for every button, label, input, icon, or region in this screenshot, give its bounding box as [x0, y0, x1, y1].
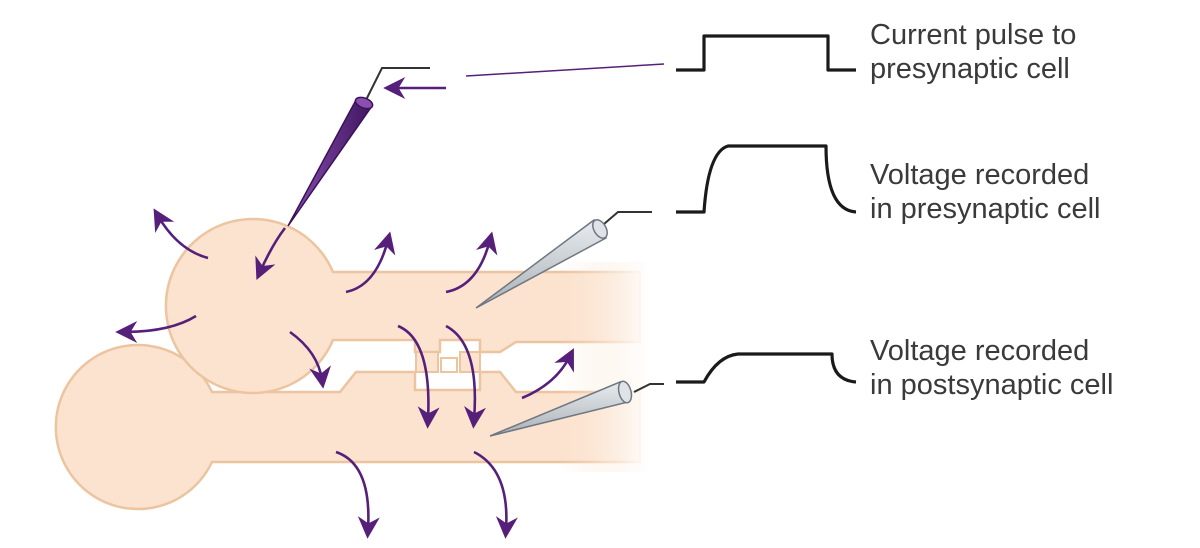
postsynaptic-voltage-trace — [676, 352, 857, 384]
current-pulse-trace — [676, 34, 856, 72]
connector-line — [465, 63, 665, 77]
gap-junction — [415, 351, 481, 373]
current-arrow — [521, 348, 574, 400]
gray-electrode-icon — [475, 211, 652, 309]
presynaptic-cell — [164, 217, 642, 395]
current-arrow — [445, 324, 487, 429]
current-arrow — [397, 324, 440, 429]
current-arrow — [115, 314, 197, 343]
pre-voltage-label: Voltage recorded in presynaptic cell — [870, 158, 1101, 226]
current-arrow — [473, 450, 518, 539]
postsynaptic-cell — [54, 343, 642, 511]
post-voltage-label: Voltage recorded in postsynaptic cell — [870, 334, 1113, 402]
pre-voltage-label-line2: in presynaptic cell — [870, 193, 1101, 225]
current-arrow — [345, 231, 396, 294]
purple-electrode-icon — [287, 67, 430, 227]
current-pulse-label-line2: presynaptic cell — [870, 53, 1070, 85]
gray-electrode-icon — [489, 380, 664, 437]
current-arrow — [289, 330, 332, 389]
pre-voltage-label-line1: Voltage recorded — [870, 159, 1090, 191]
current-arrow — [255, 227, 287, 281]
traces — [676, 34, 857, 384]
current-arrow — [153, 208, 209, 260]
presynaptic-voltage-trace — [676, 144, 857, 214]
current-arrow — [335, 450, 380, 539]
current-pulse-label-line1: Current pulse to — [870, 19, 1077, 51]
current-pulse-label: Current pulse to presynaptic cell — [870, 18, 1076, 86]
post-voltage-label-line2: in postsynaptic cell — [870, 369, 1114, 401]
process-fade — [560, 262, 650, 472]
post-voltage-label-line1: Voltage recorded — [870, 335, 1090, 367]
current-arrows — [115, 77, 574, 539]
current-arrow — [445, 231, 498, 294]
